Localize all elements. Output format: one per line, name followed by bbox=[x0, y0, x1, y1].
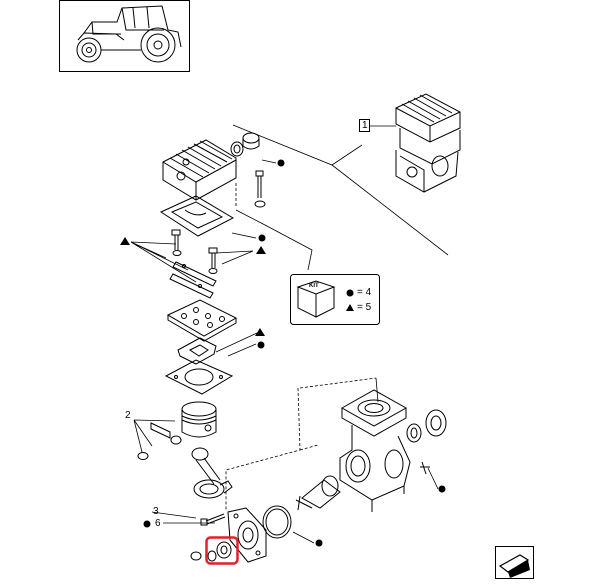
reference-triangles bbox=[120, 237, 266, 336]
connecting-rod-part[interactable] bbox=[191, 447, 233, 499]
base-gasket-part[interactable] bbox=[164, 359, 234, 395]
screws-part[interactable] bbox=[171, 229, 218, 274]
kit-triangle-equals: = 5 bbox=[357, 302, 372, 313]
head-gasket-part[interactable] bbox=[159, 195, 235, 237]
callout-1-box bbox=[359, 119, 370, 132]
end-cover-part[interactable] bbox=[227, 507, 267, 563]
bullet-dot-icon bbox=[346, 289, 354, 297]
leader-lines bbox=[130, 125, 439, 544]
kit-circle-equals: = 4 bbox=[357, 287, 372, 298]
plug-part[interactable] bbox=[230, 132, 260, 157]
kit-box-text: KIT bbox=[309, 283, 319, 289]
bolt-part[interactable] bbox=[254, 170, 266, 208]
valve-reeds-part[interactable] bbox=[169, 261, 217, 299]
kit-legend bbox=[290, 274, 380, 325]
triangle-marker-icon bbox=[346, 304, 354, 311]
tractor-thumbnail-icon[interactable] bbox=[59, 0, 190, 72]
piston-part[interactable] bbox=[181, 401, 217, 438]
callout-6-label: 6 bbox=[155, 518, 161, 529]
highlight-box[interactable] bbox=[205, 536, 239, 565]
o-ring-part[interactable] bbox=[262, 505, 292, 539]
crankcase-part[interactable] bbox=[339, 389, 411, 512]
compressor-assembly[interactable] bbox=[395, 93, 461, 193]
valve-plate-part[interactable] bbox=[166, 299, 238, 342]
reference-dots bbox=[143, 159, 446, 547]
cylinder-head-part[interactable] bbox=[162, 139, 237, 201]
next-page-arrow-icon[interactable] bbox=[495, 546, 534, 579]
seal-part[interactable] bbox=[190, 541, 232, 562]
guide-lines bbox=[225, 124, 449, 510]
crankshaft-part[interactable] bbox=[295, 475, 341, 511]
bearing-part[interactable] bbox=[406, 409, 447, 475]
piston-pin-part[interactable] bbox=[137, 422, 182, 460]
callout-2-label: 2 bbox=[125, 410, 131, 421]
callout-3-label: 3 bbox=[153, 506, 159, 517]
kit-box-icon bbox=[296, 280, 336, 318]
small-gasket-part[interactable] bbox=[177, 337, 217, 365]
callout-1-label: 1 bbox=[362, 120, 368, 131]
